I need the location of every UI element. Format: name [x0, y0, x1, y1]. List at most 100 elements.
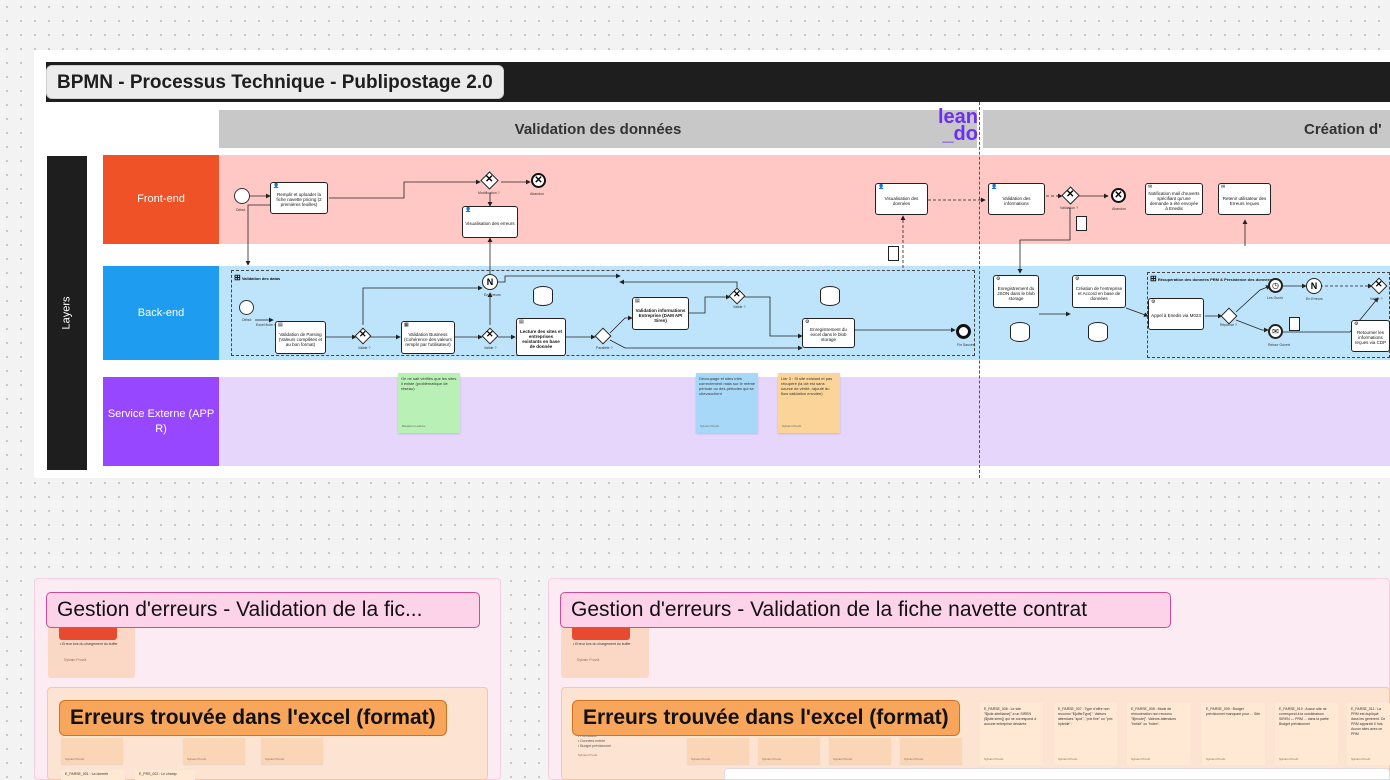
- error-code-card-2: E_PRS_002 : Le champ: [135, 770, 195, 780]
- bpmn-connectors: [245, 179, 1379, 351]
- sticky-note-green[interactable]: On ne sait vérifiés que les sites il exi…: [398, 373, 460, 433]
- bullet-2: • Données entrée: [578, 739, 606, 743]
- task-create-company-label: Création de l'entreprise et Accord en ba…: [1075, 285, 1123, 301]
- lane-frontend-label[interactable]: Front-end: [103, 155, 219, 244]
- user-icon-2: 👤: [465, 207, 472, 213]
- task-business-label: Validation Business (Cohérence des valeu…: [404, 331, 452, 347]
- phase-creation-label: Création d': [1304, 120, 1382, 138]
- task-visualize-data-label: Visualisation des données: [884, 195, 919, 206]
- page-title[interactable]: BPMN - Processus Technique - Publipostag…: [46, 65, 504, 99]
- end-event-abandon[interactable]: ✕: [531, 173, 546, 188]
- subprocess-plus-icon-2: ⊞: [1150, 274, 1157, 283]
- frontend-start-event[interactable]: [234, 188, 250, 204]
- error-section-2-title[interactable]: Gestion d'erreurs - Validation de la fic…: [560, 592, 1171, 628]
- user-icon: 👤: [273, 183, 280, 189]
- gateway-x-icon-6: ✕: [1375, 279, 1383, 289]
- white-panel: [724, 768, 1390, 780]
- task-release-errors[interactable]: ✉ Retenir utilisateur des Erreurs reçues: [1218, 183, 1271, 215]
- phase-validation: Validation des données: [219, 110, 977, 148]
- error-code-1-text: E_PARSE_001 : La donnée: [65, 772, 109, 776]
- error-card-010-text: E_PARSE_010 : Aucun site ne correspond à…: [1279, 707, 1329, 726]
- user-icon-3: 👤: [878, 184, 885, 190]
- merge-event-errors-2[interactable]: N: [1306, 278, 1322, 294]
- task-call-enedis[interactable]: ⚙ Appel à Enedis via M023: [1148, 298, 1204, 330]
- task-validate-info[interactable]: 👤 Validation des informations: [988, 183, 1045, 215]
- mail-icon-2: ✉: [1221, 184, 1226, 190]
- task-create-company[interactable]: ⚙ Création de l'entreprise et Accord en …: [1072, 275, 1126, 308]
- format-card-1: Sylvain Pruvôt: [61, 738, 123, 764]
- task-company[interactable]: ▤ Validation informations Entreprise (DA…: [632, 297, 689, 330]
- gateway-valid-4-label: Valide ?: [1370, 297, 1383, 301]
- sticky-note-orange[interactable]: Lier 3 : Si site existant et pas récupér…: [778, 373, 840, 433]
- task-company-label: Validation informations Entreprise (DAM …: [635, 307, 686, 323]
- phase-creation: Création d': [983, 110, 1390, 148]
- error-format-title-1[interactable]: Erreurs trouvée dans l'excel (format): [59, 700, 447, 736]
- error-format-title-2[interactable]: Erreurs trouvée dans l'excel (format): [572, 700, 960, 736]
- gateway-x-icon: ✕: [485, 174, 494, 185]
- frontend-start-label: Début: [236, 208, 246, 212]
- task-notify-mail[interactable]: ✉ Notification mail d'ouverts spécifiant…: [1145, 183, 1203, 215]
- sticky-note-blue[interactable]: Découpage et sites triés correctement ma…: [696, 373, 758, 433]
- task-reading[interactable]: ▤ Lecture des sites et entreprises exist…: [516, 318, 566, 356]
- error-card-010-author: Sylvain Pruvôt: [1279, 757, 1299, 761]
- error-card-009-author: Sylvain Pruvôt: [1206, 757, 1226, 761]
- task-save-excel[interactable]: ⚙ Enregistrement du excel dans le blob s…: [802, 318, 855, 348]
- subprocess-plus-icon: ⊞: [234, 273, 241, 282]
- task-parsing[interactable]: ▤ Validation de Parsing (Valeurs complèt…: [275, 321, 326, 354]
- error-card-008-author: Sylvain Pruvôt: [1131, 757, 1151, 761]
- mail-icon: ✉: [1148, 184, 1153, 190]
- message-event[interactable]: ✉: [1268, 324, 1283, 339]
- task-return-info[interactable]: ⚙ Retourner les informations reçues via …: [1351, 320, 1390, 352]
- database-icon-3: [1010, 322, 1030, 342]
- lane-external-label[interactable]: Service Externe (APP R): [103, 377, 219, 466]
- error-card-007-author: Sylvain Pruvôt: [1058, 757, 1078, 761]
- format-card-2-author: Sylvain Pruvôt: [187, 757, 207, 761]
- error-card-009: E_PARSE_009 : Budget prévisionnel manqua…: [1202, 703, 1265, 765]
- format-card-5: Sylvain Pruvôt: [758, 738, 820, 764]
- backend-end-event[interactable]: [956, 324, 971, 339]
- gateway-x-icon-2: ✕: [1066, 189, 1075, 200]
- bullet-3: • Budget prévisionnel: [578, 744, 611, 748]
- lane-backend-label[interactable]: Back-end: [103, 266, 219, 360]
- error-buffer-2: • Erreur lors du chargement du buffer: [573, 642, 631, 646]
- backend-start-label: Début: [242, 318, 252, 322]
- sticky-orange-author: Sylvain Pruvôt: [782, 424, 802, 428]
- timer-event[interactable]: ◷: [1268, 278, 1283, 293]
- error-section-1-title[interactable]: Gestion d'erreurs - Validation de la fic…: [46, 592, 480, 628]
- task-save-json-label: Enregistrement du JSON dans le blob stor…: [997, 285, 1035, 301]
- task-notify-mail-label: Notification mail d'ouverts spécifiant q…: [1148, 190, 1200, 211]
- script-icon-3: ▤: [635, 298, 640, 304]
- error-buffer-2-author: Sylvain Pruvôt: [577, 658, 600, 662]
- error-card-008: E_PARSE_008 : Mode de rémunération non r…: [1127, 703, 1190, 765]
- gateway-valid-3-label: Valide ?: [733, 305, 746, 309]
- gateway-response-label: Réponse ?: [1220, 323, 1237, 327]
- sticky-green-author: Benjamin Lefèvre: [402, 424, 426, 428]
- task-fill-form-label: Remplir et uploader la fiche navette pri…: [276, 192, 322, 207]
- table-icon: ▦: [404, 322, 409, 328]
- subprocess-validation[interactable]: [231, 270, 975, 356]
- gear-icon-5: ⚙: [1354, 321, 1359, 327]
- error-card-010: E_PARSE_010 : Aucun site ne correspond à…: [1275, 703, 1338, 765]
- task-save-excel-label: Enregistrement du excel dans le blob sto…: [810, 327, 847, 342]
- format-card-4-author: Sylvain Pruvôt: [691, 757, 711, 761]
- task-business[interactable]: ▦ Validation Business (Cohérence des val…: [401, 321, 455, 354]
- backend-start-event[interactable]: [239, 300, 254, 315]
- end-event-abandon-2[interactable]: ✕: [1111, 188, 1126, 203]
- format-card-3-author: Sylvain Pruvôt: [265, 757, 285, 761]
- error-card-006-text: E_PARSE_006 : Le site "$[site.siteName]"…: [984, 707, 1037, 726]
- task-view-errors[interactable]: 👤 Visualisation des erreurs: [462, 206, 518, 238]
- gear-icon-4: ⚙: [1151, 299, 1156, 305]
- task-save-json[interactable]: ⚙ Enregistrement du JSON dans le blob st…: [993, 275, 1039, 308]
- format-card-2: Sylvain Pruvôt: [183, 738, 245, 764]
- merge-event-errors[interactable]: N: [482, 274, 498, 290]
- error-card-006: E_PARSE_006 : Le site "$[site.siteName]"…: [980, 703, 1043, 765]
- database-icon-2: [820, 286, 840, 306]
- gear-icon-3: ⚙: [1075, 276, 1080, 282]
- task-visualize-data[interactable]: 👤 Visualisation des données: [875, 183, 928, 215]
- error-buffer-1-text: Erreur lors du chargement du buffer: [62, 642, 118, 646]
- error-buffer-1-author: Sylvain Pruvôt: [64, 658, 87, 662]
- task-fill-form[interactable]: 👤 Remplir et uploader la fiche navette p…: [270, 182, 328, 214]
- database-icon-4: [1088, 322, 1108, 342]
- error-card-011: E_PARSE_011 : La PRM est dupliqué dans l…: [1347, 703, 1390, 765]
- sticky-green-text: On ne sait vérifiés que les sites il exi…: [401, 376, 457, 391]
